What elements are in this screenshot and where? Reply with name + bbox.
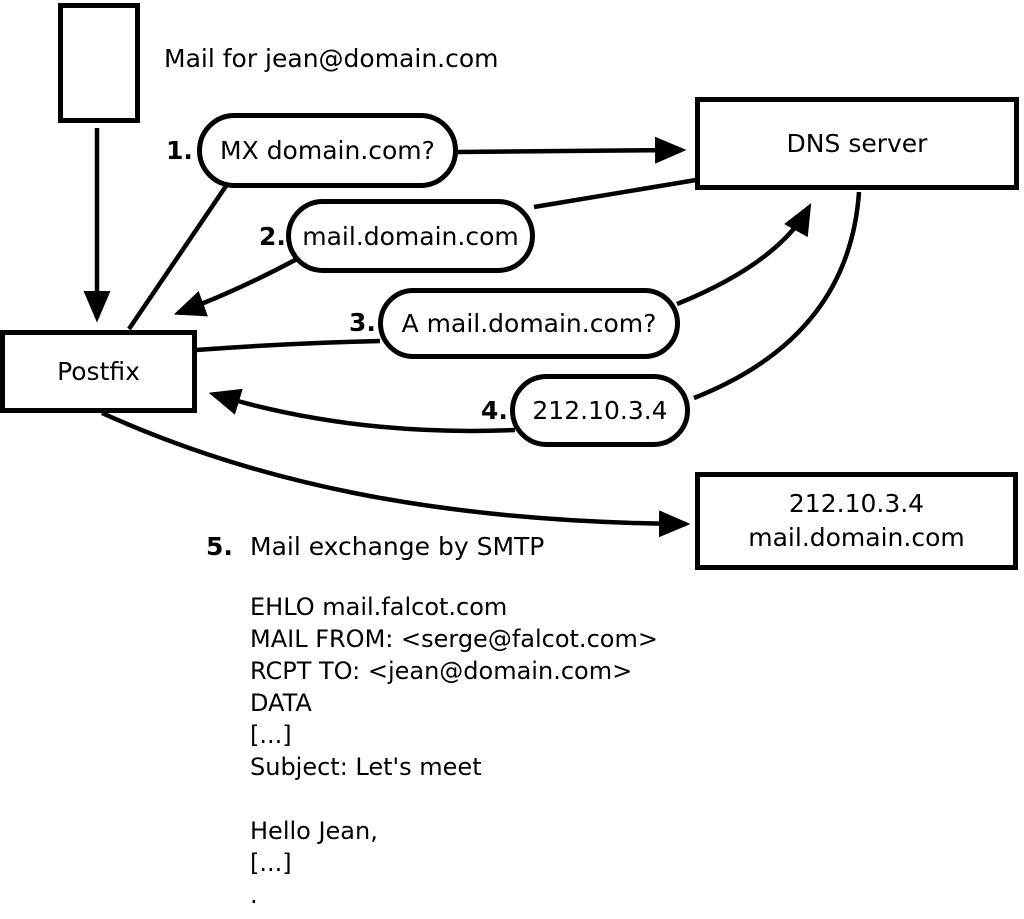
mail-server-hostname-label: mail.domain.com [748,523,965,552]
step-5-number: 5. [206,532,233,561]
step-2-mx-reply-pill: mail.domain.com [286,199,535,273]
postfix-box-label: Postfix [57,357,140,386]
step-3-a-query-pill: A mail.domain.com? [378,288,680,359]
postfix-box: Postfix [0,330,197,413]
smtp-session-transcript: EHLO mail.falcot.com MAIL FROM: <serge@f… [250,593,658,909]
step-3-a-query-label: A mail.domain.com? [401,309,657,338]
line-postfix-to-query1 [127,184,228,331]
arrow-reply4-to-postfix [208,388,516,434]
step-2-number: 2. [259,222,286,251]
mail-server-result-box: 212.10.3.4 mail.domain.com [695,472,1018,570]
line-dns-to-reply4 [693,191,862,401]
mail-server-ip-label: 212.10.3.4 [788,489,925,518]
step-1-mx-query-pill: MX domain.com? [197,113,458,188]
arrow-query1-to-dns [457,136,687,164]
step-2-mx-reply-label: mail.domain.com [302,221,519,251]
step-4-a-reply-label: 212.10.3.4 [532,396,668,425]
step-5-smtp-label: Mail exchange by SMTP [250,532,545,561]
line-dns-to-reply2 [533,177,697,210]
arrow-query3-to-dns [676,203,812,307]
mail-document-icon [58,3,140,123]
step-1-number: 1. [166,136,193,165]
step-4-number: 4. [481,396,508,425]
line-postfix-to-query3 [195,338,381,353]
step-1-mx-query-label: MX domain.com? [220,136,435,165]
dns-server-box: DNS server [695,97,1019,190]
mail-for-label: Mail for jean@domain.com [164,44,499,73]
arrow-postfix-to-mailserver [101,410,691,538]
step-4-a-reply-pill: 212.10.3.4 [510,374,690,447]
step-3-number: 3. [349,308,376,337]
dns-server-box-label: DNS server [786,129,928,158]
arrow-reply2-to-postfix [173,257,299,317]
